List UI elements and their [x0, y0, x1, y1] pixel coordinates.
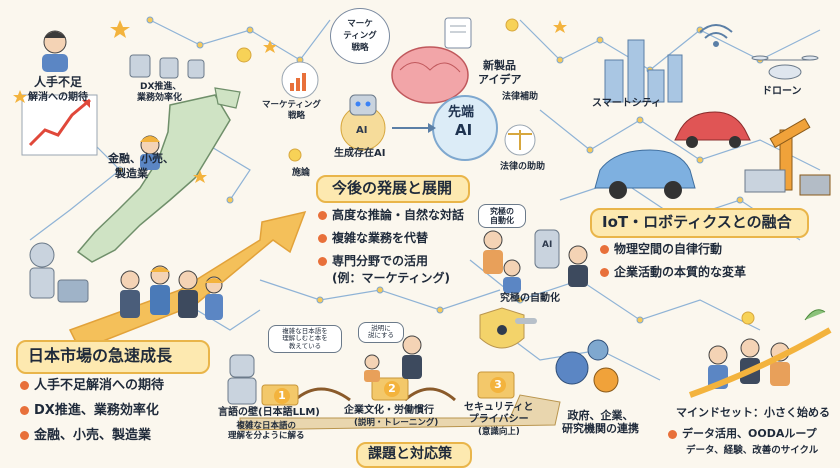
marketing-chart-icon: [281, 61, 319, 99]
team-with-robot-illustration: [483, 229, 588, 293]
step-1-number: 1: [274, 388, 290, 404]
smart-city-label: スマートシティ: [592, 98, 662, 109]
advanced-ai-line1: 先端: [448, 105, 475, 120]
japan-map: [76, 94, 231, 263]
robot-cart-illustration: [29, 242, 89, 303]
challenges-title: 課題と対応策: [368, 446, 452, 462]
mindset-team-illustration: [688, 309, 832, 398]
future-bullet-1: 高度な推論・自然な対話: [318, 208, 464, 223]
ultimate-automation-bubble: 究極の 自動化: [478, 204, 526, 229]
brain-illustration: [391, 46, 469, 104]
iot-title: IoT・ロボティクスとの融合: [602, 213, 792, 231]
mindset-sub: データ、経験、改善のサイクル: [686, 445, 819, 456]
bridge-1: [294, 387, 456, 402]
gen-ai-label: 生成存在AI: [334, 148, 386, 159]
iot-bullet-1: 物理空間の自律行動: [600, 242, 722, 257]
gen-ai-robot-illustration: [340, 94, 386, 151]
person-illustration: [42, 30, 68, 72]
challenges-title-box: 課題と対応策: [356, 442, 472, 468]
advanced-ai-line2: AI: [455, 121, 473, 139]
step-2-sub: (説明・トレーニング): [354, 418, 439, 428]
collaboration-label: 政府、企業、 研究機関の連携: [562, 409, 639, 435]
marketing-label-line2: 戦略: [288, 111, 306, 121]
japan-market-bullet-2: DX推進、業務効率化: [20, 403, 159, 419]
worker-caption-line2: 製造業: [115, 167, 148, 180]
future-title-box: 今後の発展と展開: [316, 175, 470, 203]
gen-ai-tag: AI: [356, 125, 368, 136]
implement-label: 施論: [292, 168, 311, 178]
mindset-title: マインドセット：小さく始める: [676, 406, 830, 419]
new-product-line2: アイデア: [478, 73, 522, 86]
robot-caption-line1: DX推進、: [140, 82, 182, 92]
future-bullet-3-example: (例：マーケティング): [332, 271, 451, 285]
mindset-bullet: データ活用、OODAループ: [668, 427, 817, 441]
marketing-strategy-bubble: マーケ ティング 戦略: [330, 8, 390, 64]
teacher-illustration: [364, 335, 422, 382]
step-2-label: 企業文化・労働慣行: [344, 405, 434, 416]
challenge-path: [239, 394, 561, 431]
new-product-line1: 新製品: [483, 59, 516, 72]
wifi-icon: [699, 24, 733, 47]
worker-caption-line1: 金融、小売、: [108, 152, 174, 165]
legal-help-label: 法律の助助: [500, 162, 546, 172]
step-3-label: セキュリティと プライバシー: [464, 402, 534, 425]
lightbulb-icons: [236, 18, 755, 325]
robot-arm-illustration: [769, 117, 831, 196]
robot-illustrations: [129, 54, 205, 79]
japan-market-title-box: 日本市場の急速成長: [16, 340, 210, 374]
factory-illustration: [744, 169, 786, 193]
balance-scale-icon: [504, 124, 536, 156]
future-bullet-3: 専門分野での活用: [318, 254, 428, 269]
step-3-number: 3: [490, 377, 506, 393]
marketing-label-line1: マーケティング: [262, 100, 321, 110]
language-bubble: 複雑な日本語を 理解しむと本を 教えている: [268, 325, 342, 354]
smart-city-illustration: [604, 39, 683, 103]
growth-chart-icon: [21, 94, 98, 156]
ultimate-automation-caption: 究極の自動化: [500, 293, 560, 304]
iot-title-box: IoT・ロボティクスとの融合: [590, 208, 809, 238]
drone-illustration: [751, 55, 819, 80]
person-caption-line1: 人手不足: [34, 75, 83, 89]
step-3-sub: (意識向上): [478, 427, 520, 437]
lock-key-icon: [479, 307, 537, 349]
robot-reading-illustration: [227, 354, 257, 405]
future-bullet-2: 複雑な業務を代替: [318, 231, 428, 246]
document-icon: [444, 17, 472, 49]
step-1-sub: 複雑な日本語の 理解を分ように解る: [228, 421, 305, 441]
drone-label: ドローン: [762, 86, 802, 97]
worker-illustration: [140, 135, 160, 170]
robot-ai-tag: AI: [542, 240, 553, 250]
step-2-number: 2: [384, 381, 400, 397]
japan-market-title: 日本市場の急速成長: [28, 346, 173, 365]
iot-bullet-2: 企業活動の本質的な変革: [600, 265, 746, 280]
person-caption-line2: 解消への期待: [28, 92, 88, 103]
explanation-bubble: 説明に 説にする: [358, 322, 404, 343]
workers-group-illustration: [120, 265, 223, 320]
legal-support-label: 法律補助: [502, 92, 539, 102]
gears-illustration: [555, 339, 619, 393]
japan-market-bullet-1: 人手不足解消への期待: [20, 378, 164, 394]
star-icons: [13, 20, 567, 183]
step-1-label: 言語の壁(日本語LLM): [218, 407, 320, 418]
car-illustration: [594, 111, 751, 199]
japan-market-bullet-3: 金融、小売、製造業: [20, 428, 151, 444]
robot-caption-line2: 業務効率化: [137, 93, 183, 103]
future-title: 今後の発展と展開: [332, 179, 453, 197]
